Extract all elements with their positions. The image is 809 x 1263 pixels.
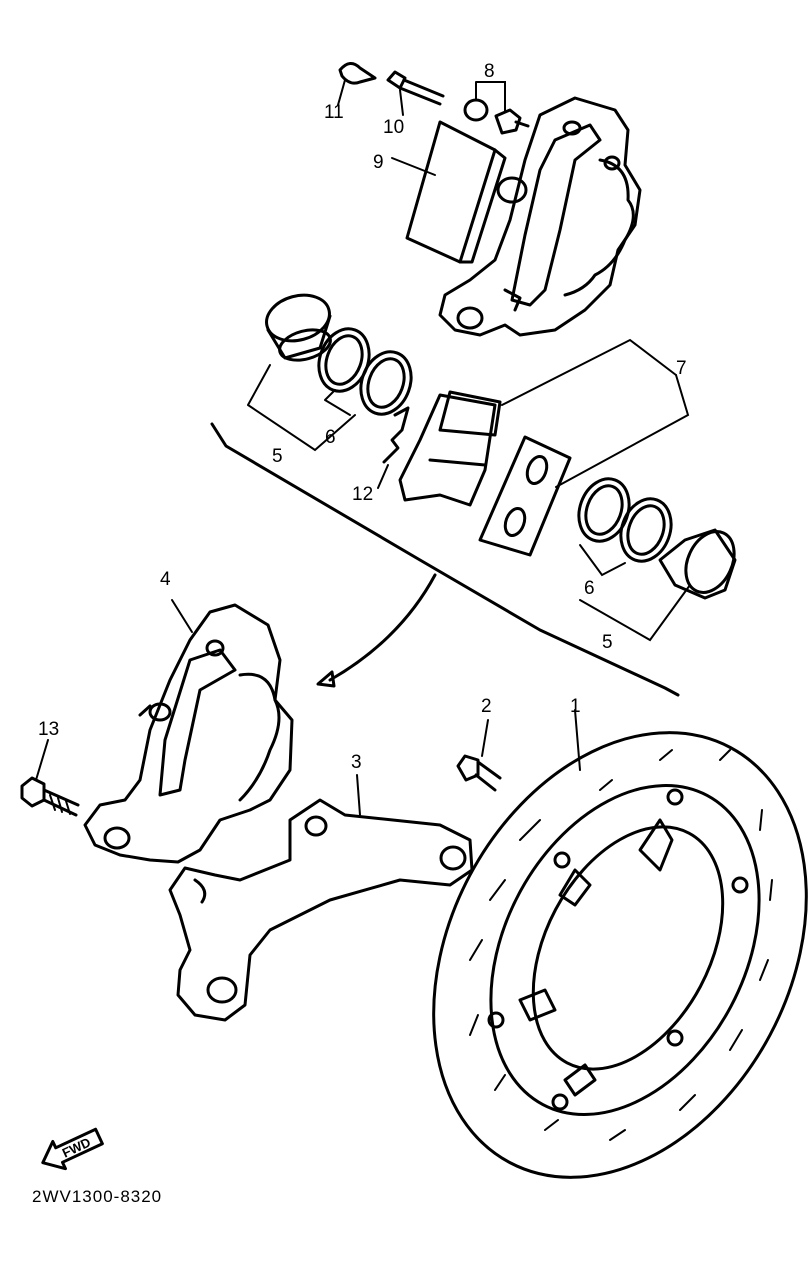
label-part-1: 1 bbox=[570, 696, 581, 717]
brake-disc bbox=[432, 731, 808, 1179]
seal-left-outer bbox=[359, 350, 413, 416]
assembly-brace bbox=[210, 422, 680, 697]
disc-bolt bbox=[456, 754, 502, 792]
caliper-bracket bbox=[168, 798, 474, 1022]
caliper-assembly bbox=[83, 603, 294, 864]
assembly-arrow bbox=[328, 573, 437, 682]
label-part-5-left: 5 bbox=[272, 446, 283, 467]
pad-shim bbox=[478, 435, 572, 557]
label-part-10: 10 bbox=[383, 117, 404, 138]
label-part-6-right: 6 bbox=[584, 578, 595, 599]
label-part-5-right: 5 bbox=[602, 632, 613, 653]
brake-pad-pair bbox=[398, 390, 502, 507]
drawing-code: 2WV1300-8320 bbox=[32, 1187, 162, 1206]
label-part-9: 9 bbox=[373, 152, 384, 173]
seal-right-inner bbox=[619, 497, 673, 563]
label-part-2: 2 bbox=[481, 696, 492, 717]
caliper-bolt bbox=[20, 776, 80, 817]
caliper-half-upper bbox=[438, 96, 642, 337]
fwd-arrow-icon: FWD bbox=[41, 1127, 104, 1171]
pad-spring bbox=[382, 406, 410, 464]
label-part-8: 8 bbox=[484, 61, 495, 82]
label-part-7: 7 bbox=[676, 358, 687, 379]
label-part-6-left: 6 bbox=[325, 427, 336, 448]
piston-right bbox=[658, 528, 737, 600]
label-part-11: 11 bbox=[324, 102, 344, 123]
leader-lines bbox=[35, 79, 691, 816]
label-part-13: 13 bbox=[38, 719, 59, 740]
piston-left bbox=[265, 293, 332, 362]
label-part-4: 4 bbox=[160, 569, 171, 590]
brake-pad-9 bbox=[405, 120, 507, 264]
label-part-12: 12 bbox=[352, 484, 373, 505]
label-part-3: 3 bbox=[351, 752, 362, 773]
pad-pin-bolt bbox=[386, 70, 445, 106]
bleed-screw-cap bbox=[463, 98, 530, 135]
